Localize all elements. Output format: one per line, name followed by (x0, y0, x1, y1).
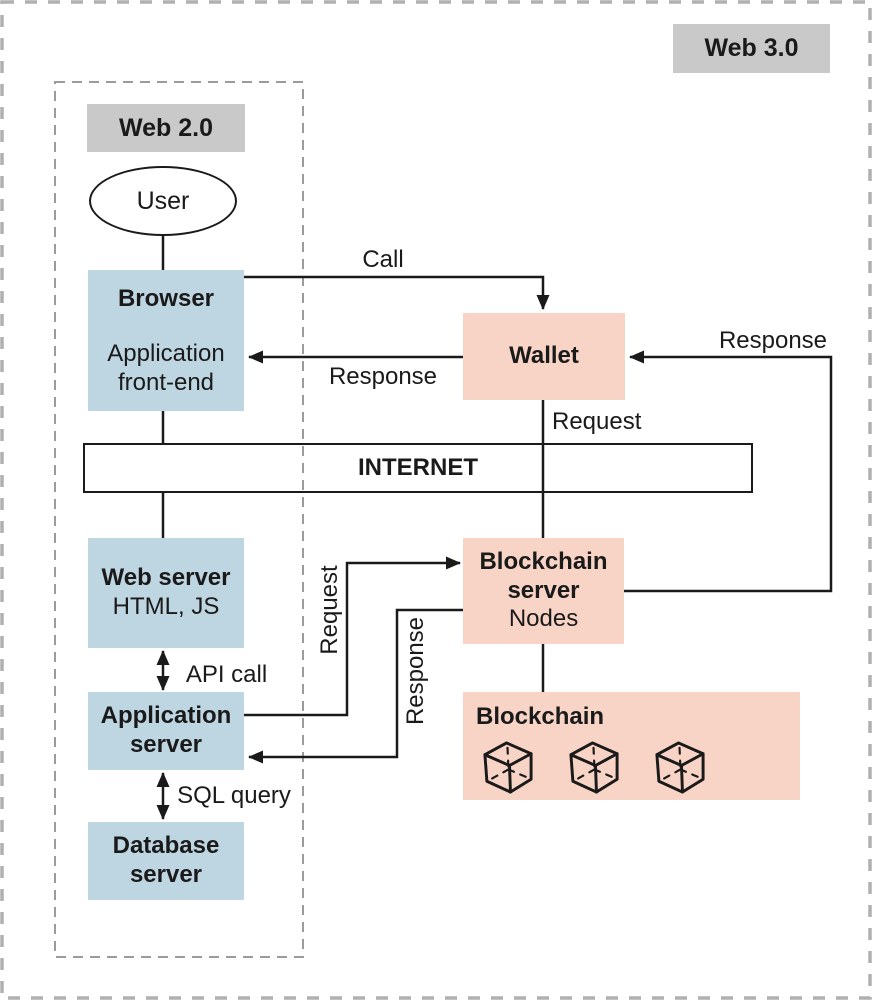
blockchain-wallet-response-label: Response (718, 327, 828, 354)
application-server-title: Application server (100, 702, 232, 758)
database-server-title: Database server (112, 832, 220, 888)
blockchain-node: Blockchain (463, 692, 800, 800)
web3-tag: Web 3.0 (673, 24, 830, 73)
web3-tag-label: Web 3.0 (704, 34, 799, 62)
app-blockchain-request-label: Request (316, 565, 343, 655)
wallet-request-label: Request (552, 408, 642, 435)
sql-query-label: SQL query (177, 782, 291, 809)
wallet-node: Wallet (463, 313, 625, 400)
blockchain-title: Blockchain (476, 703, 605, 730)
browser-node: Browser Application front-end (88, 270, 244, 411)
block-cube-icon (483, 741, 533, 794)
block-cube-icon (569, 741, 619, 794)
api-call-label: API call (185, 661, 268, 688)
user-node: User (89, 166, 237, 236)
wallet-title: Wallet (509, 342, 579, 370)
web-server-subtitle: HTML, JS (112, 593, 220, 620)
blockchain-server-node: Blockchain server Nodes (463, 538, 624, 644)
web-server-title: Web server (101, 564, 231, 592)
internet-node: INTERNET (83, 443, 753, 493)
browser-title: Browser (117, 285, 215, 312)
call-label: Call (362, 246, 404, 273)
web2-tag: Web 2.0 (87, 104, 245, 152)
edge-call (244, 275, 550, 310)
browser-subtitle: Application front-end (107, 339, 225, 396)
database-server-node: Database server (88, 822, 244, 900)
web-server-node: Web server HTML, JS (88, 538, 244, 648)
block-cube-icon (655, 741, 705, 794)
wallet-browser-response-label: Response (328, 363, 438, 390)
internet-label: INTERNET (358, 454, 478, 481)
edge-blockchain-app-response (248, 608, 463, 764)
user-label: User (136, 186, 190, 215)
blockchain-server-title: Blockchain server (479, 547, 608, 604)
web2-tag-label: Web 2.0 (118, 113, 214, 142)
blockchain-cube-row (481, 739, 708, 794)
blockchain-server-subtitle: Nodes (508, 605, 579, 633)
blockchain-app-response-label: Response (402, 616, 429, 726)
application-server-node: Application server (88, 692, 244, 770)
